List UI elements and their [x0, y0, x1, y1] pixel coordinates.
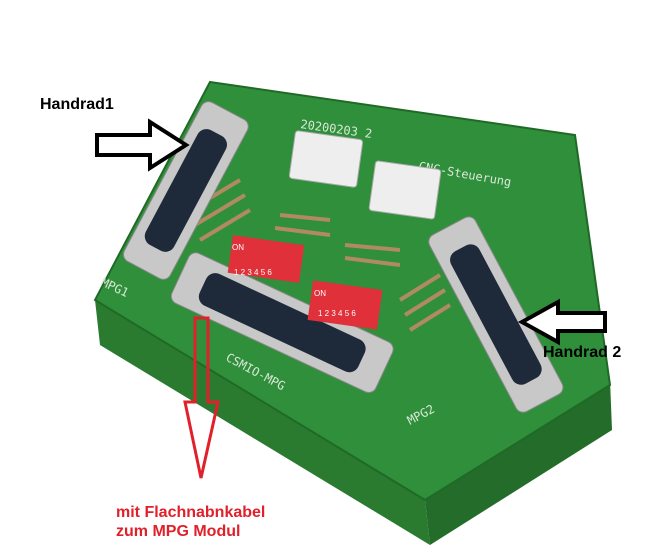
din-rail-housing-right: [425, 380, 612, 545]
svg-text:ON: ON: [232, 243, 244, 252]
db25-connector-mpg1: [122, 101, 249, 280]
label-cable-line2: zum MPG Modul: [116, 523, 241, 540]
svg-text:1 2 3 4 5 6: 1 2 3 4 5 6: [234, 268, 272, 277]
arrow-right-icon: [95, 118, 190, 172]
svg-text:1 2 3 4 5 6: 1 2 3 4 5 6: [318, 309, 356, 318]
svg-text:ON: ON: [314, 289, 326, 298]
db25-connector-mpg2: [428, 216, 564, 413]
arrow-down-icon: [183, 316, 220, 479]
label-handrad1: Handrad1: [40, 96, 114, 113]
label-handrad2: Handrad 2: [543, 344, 622, 361]
dip-switch-1: ON 1 2 3 4 5 6: [227, 235, 305, 283]
label-cable-line1: mit Flachnabnkabel: [116, 504, 266, 521]
relay-2: [368, 160, 442, 220]
db25-connector-csmio: [170, 252, 394, 394]
dip-switch-2: ON 1 2 3 4 5 6: [307, 280, 383, 330]
arrow-left-icon: [517, 298, 607, 346]
din-rail-housing: [95, 300, 430, 545]
relay-1: [288, 130, 364, 188]
